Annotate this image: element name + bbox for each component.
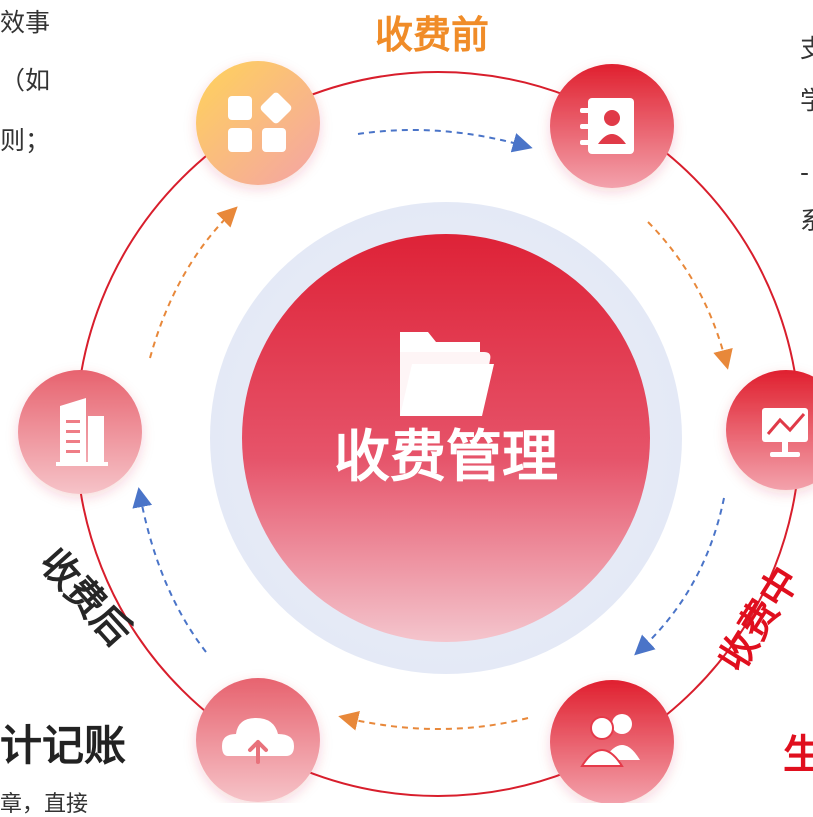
cloud-upload-icon <box>222 718 294 764</box>
stage-label-before: 收费前 <box>375 13 489 57</box>
bottom-left-heading: 计记账 <box>0 721 127 770</box>
folder-icon <box>400 332 494 416</box>
node-upload <box>196 678 320 802</box>
contact-book-icon <box>580 98 634 154</box>
right-red-heading: 生 <box>783 732 813 778</box>
arrow-contacts-to-monitor <box>647 221 733 370</box>
right-snippet-1: 支 <box>800 34 813 63</box>
building-icon <box>56 398 108 466</box>
center-core <box>242 234 650 642</box>
node-users <box>550 680 674 803</box>
monitor-chart-icon <box>762 408 808 457</box>
arrow-apps-to-contacts <box>357 129 533 153</box>
apps-grid-icon <box>228 92 292 152</box>
right-snippet-3: - <box>800 158 810 187</box>
arrow-upload-to-building <box>132 487 207 653</box>
stage-label-during: 收费中 <box>710 559 808 679</box>
right-snippet-2: 学 <box>800 86 813 115</box>
arrow-building-to-apps <box>149 206 238 359</box>
left-snippet-1: 效事 <box>0 8 51 37</box>
users-icon <box>580 714 640 767</box>
left-snippet-3: 则； <box>0 126 51 155</box>
center-title: 收费管理 <box>334 425 558 490</box>
node-contacts <box>550 64 674 188</box>
node-apps <box>196 61 320 185</box>
left-snippet-2: （如 <box>0 66 51 95</box>
stage-label-after: 收费后 <box>31 540 140 654</box>
right-snippet-4: 系 <box>800 206 813 235</box>
node-building <box>18 370 142 494</box>
arrow-users-to-upload <box>338 710 529 731</box>
arrow-monitor-to-users <box>634 497 725 656</box>
node-monitor <box>726 370 813 490</box>
